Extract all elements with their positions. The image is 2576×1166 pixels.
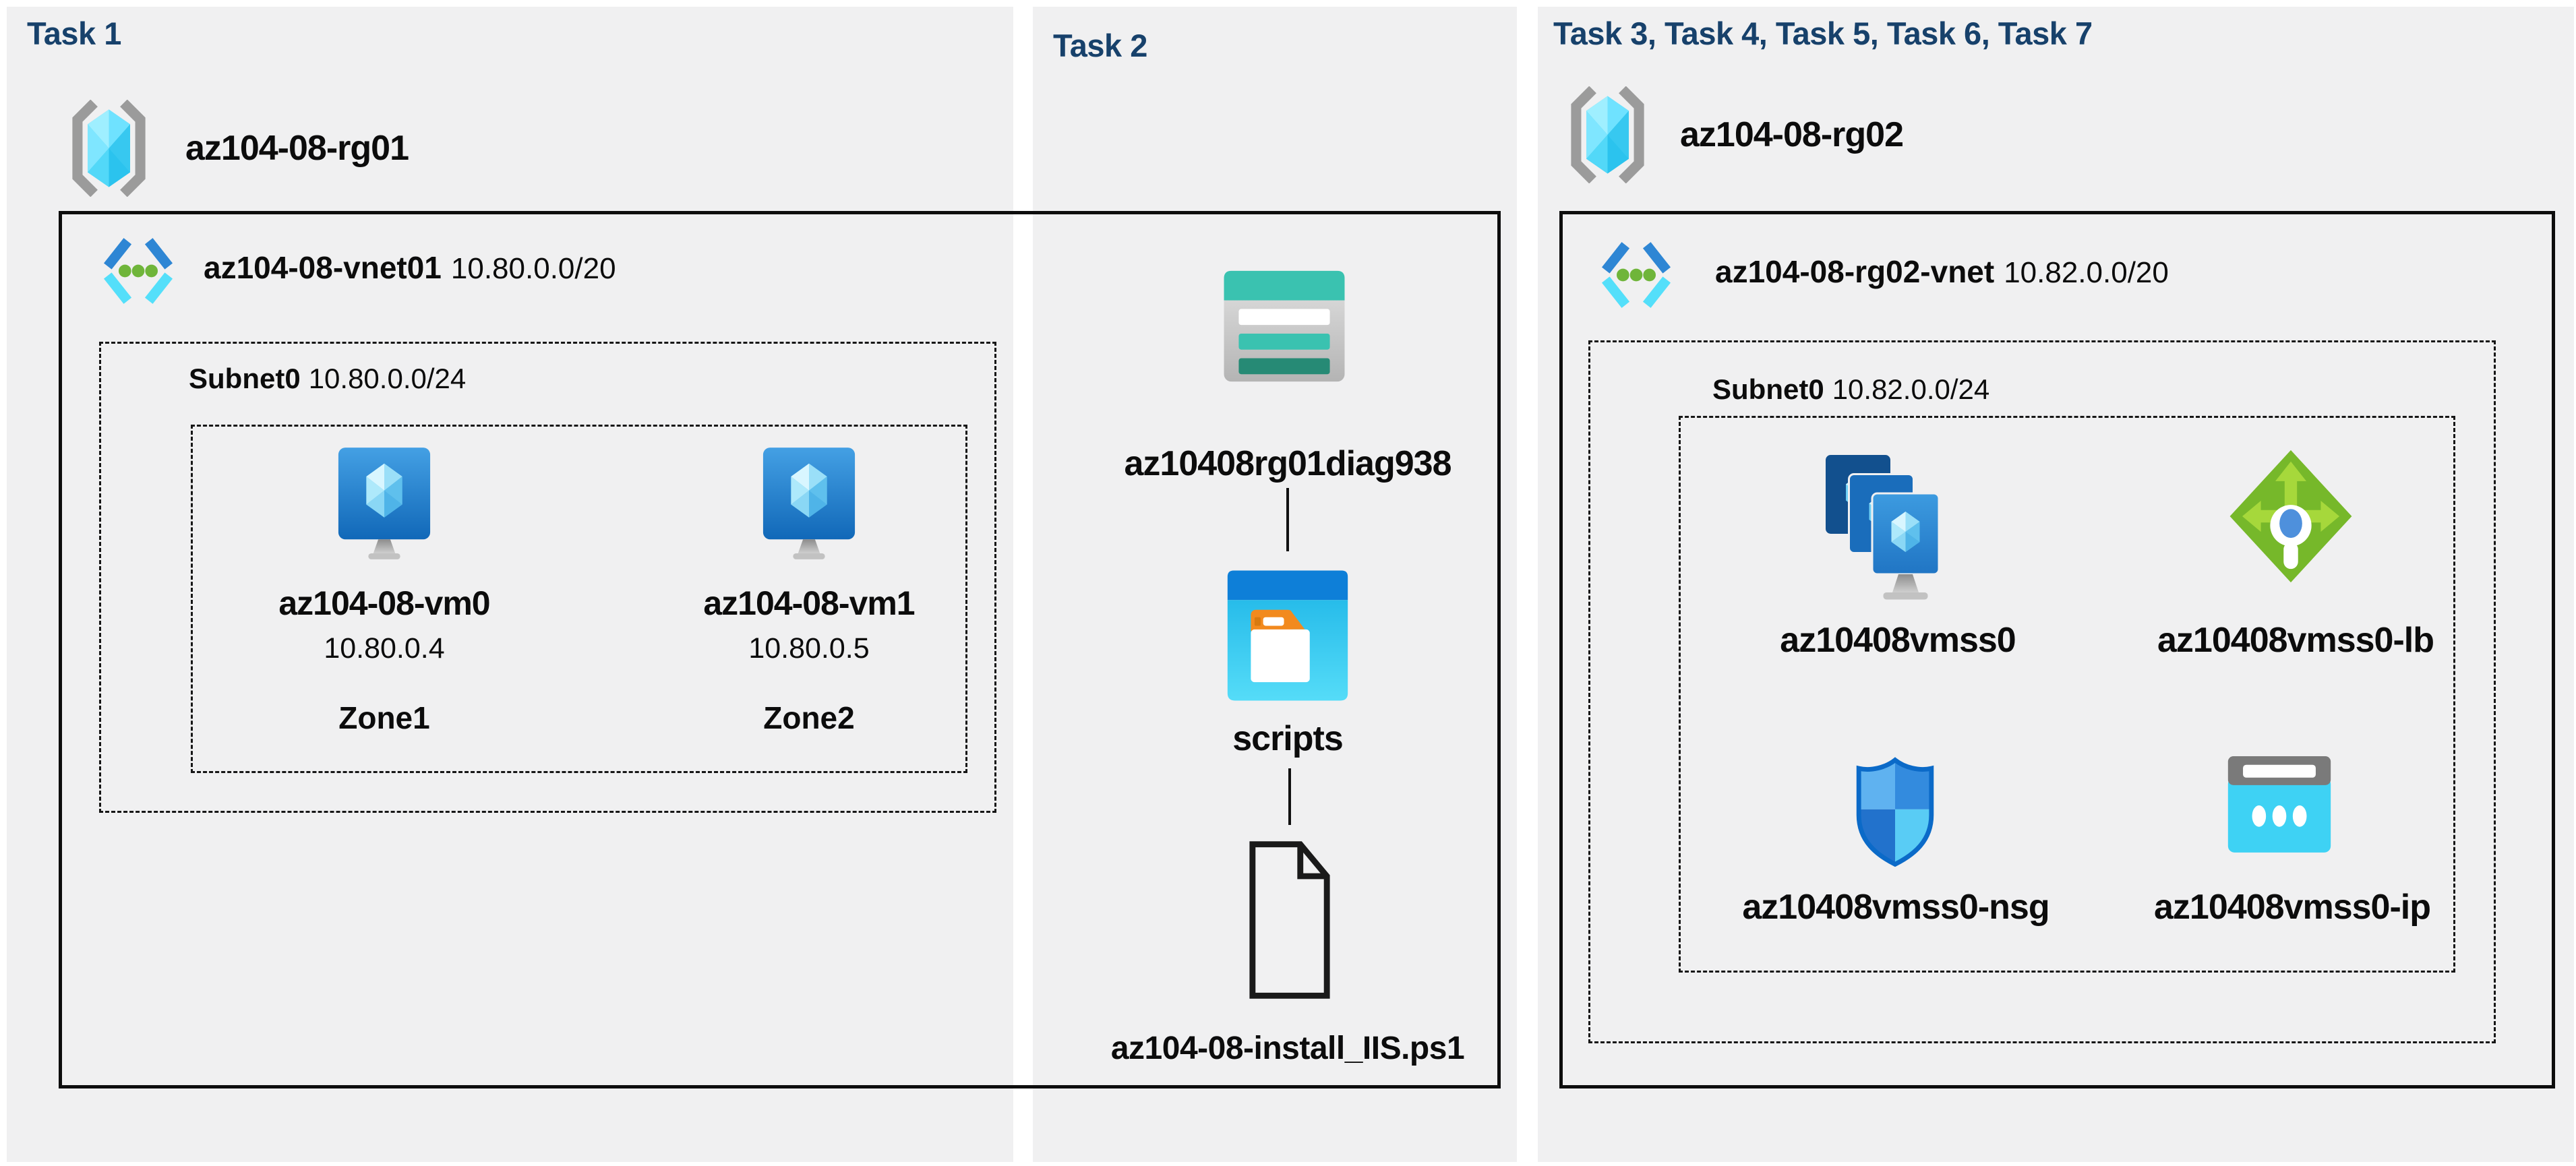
vmss-label: az10408vmss0 — [1780, 621, 2016, 660]
vm0-name-label: az104-08-vm0 — [278, 584, 490, 622]
connector-line — [1286, 488, 1289, 551]
task3-vnet-label: az104-08-rg02-vnet 10.82.0.0/20 — [1715, 253, 2169, 290]
load-balancer-icon — [2229, 450, 2352, 583]
script-file-label: az104-08-install_IIS.ps1 — [1110, 1031, 1465, 1066]
task3-title: Task 3, Task 4, Task 5, Task 6, Task 7 — [1553, 16, 2093, 51]
vnet-name: az104-08-vnet01 — [204, 250, 442, 285]
virtual-machine-icon — [762, 448, 856, 559]
task1-subnet-box — [99, 342, 996, 813]
subnet-cidr: 10.80.0.0/24 — [308, 363, 467, 394]
virtual-machine-icon — [338, 448, 431, 559]
task3-vnet-box — [1559, 211, 2555, 1088]
nsg-label: az10408vmss0-nsg — [1742, 888, 2049, 927]
task1-resource-group-label: az104-08-rg01 — [185, 129, 409, 168]
task1-panel — [7, 7, 1013, 1162]
network-security-group-icon — [1856, 757, 1934, 867]
resource-group-icon — [1571, 86, 1644, 183]
task3-resource-group-box — [1679, 416, 2455, 973]
task3-panel — [1538, 7, 2574, 1162]
subnet-name: Subnet0 — [189, 363, 301, 394]
scripts-container-icon — [1227, 570, 1348, 701]
task3-subnet-box — [1588, 340, 2496, 1043]
task1-vm-group-box — [191, 425, 967, 773]
vnet-cidr: 10.82.0.0/20 — [2004, 256, 2169, 289]
vnet-cidr: 10.80.0.0/20 — [450, 252, 616, 285]
scripts-container-label: scripts — [1232, 719, 1344, 758]
vm-scale-set-icon — [1826, 455, 1940, 600]
task1-title: Task 1 — [27, 16, 121, 51]
task2-title: Task 2 — [1053, 28, 1147, 63]
vm0-zone-label: Zone1 — [338, 700, 430, 735]
vnet-name: az104-08-rg02-vnet — [1715, 254, 1995, 289]
load-balancer-label: az10408vmss0-lb — [2157, 621, 2434, 660]
subnet-cidr: 10.82.0.0/24 — [1832, 373, 1990, 405]
vm0-ip-label: 10.80.0.4 — [324, 632, 445, 665]
vm1-name-label: az104-08-vm1 — [703, 584, 915, 622]
public-ip-label: az10408vmss0-ip — [2154, 888, 2431, 927]
vm1-ip-label: 10.80.0.5 — [748, 632, 870, 665]
task3-resource-group-label: az104-08-rg02 — [1680, 115, 1904, 154]
public-ip-icon — [2227, 756, 2331, 853]
virtual-network-icon — [1601, 242, 1671, 308]
subnet-name: Subnet0 — [1712, 373, 1824, 405]
storage-account-label: az10408rg01diag938 — [1124, 444, 1451, 483]
resource-group-icon — [72, 100, 146, 197]
task1-vnet-box — [59, 211, 1501, 1088]
storage-account-icon — [1224, 270, 1345, 382]
connector-line — [1288, 768, 1291, 825]
virtual-network-icon — [103, 238, 173, 304]
vm1-zone-label: Zone2 — [763, 700, 855, 735]
script-file-icon — [1249, 841, 1330, 999]
